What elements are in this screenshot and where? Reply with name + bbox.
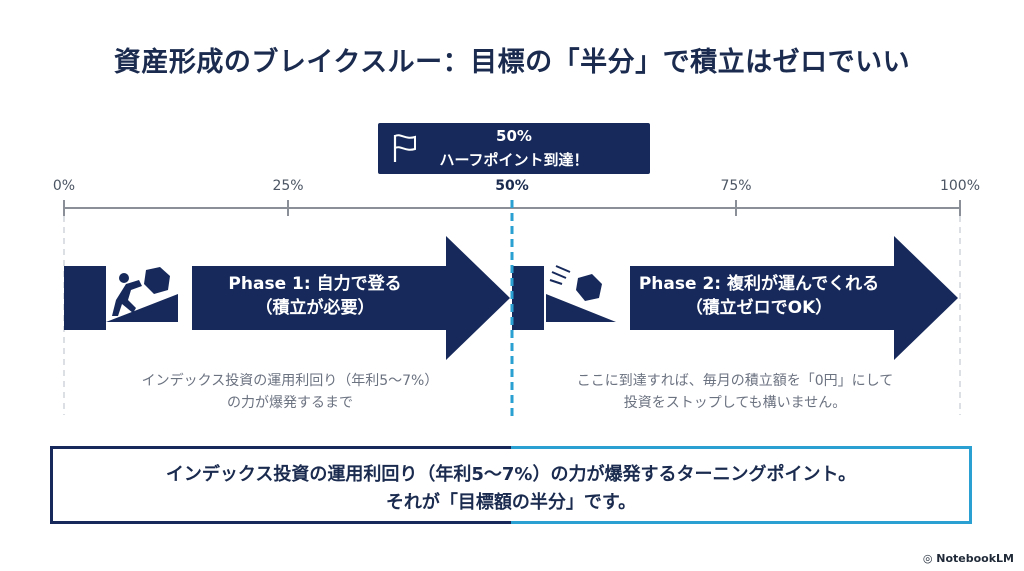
- person-pushing-boulder-icon: [106, 267, 178, 322]
- phase1-description-line1: インデックス投資の運用利回り（年利5〜7%）: [141, 373, 439, 389]
- tick-label-75: 75%: [720, 178, 752, 194]
- notebooklm-watermark: ◎ NotebookLM: [923, 552, 1014, 565]
- phase2-description-line1: ここに到達すれば、毎月の積立額を「0円」にして: [576, 373, 894, 389]
- badge-percent: 50%: [496, 127, 532, 145]
- phase1-title: Phase 1: 自力で登る: [228, 274, 402, 294]
- phase2-title: Phase 2: 複利が運んでくれる: [638, 274, 880, 294]
- tick-label-100: 100%: [939, 178, 981, 194]
- notebooklm-logo-icon: ◎: [922, 552, 937, 565]
- phase2-icon-box: [544, 264, 630, 332]
- phase2-label: Phase 2: 複利が運んでくれる （積立ゼロでOK）: [628, 272, 890, 320]
- page-title: 資産形成のブレイクスルー：目標の「半分」で積立はゼロでいい: [113, 47, 911, 78]
- boulder-rolling-down-icon: [546, 265, 616, 322]
- badge-label: ハーフポイント到達！: [439, 151, 589, 169]
- summary-line1: インデックス投資の運用利回り（年利5〜7%）の力が爆発するターニングポイント。: [165, 464, 857, 485]
- phase2-subtitle: （積立ゼロでOK）: [685, 298, 833, 318]
- watermark-text: NotebookLM: [936, 552, 1014, 565]
- phase1-icon-box: [106, 264, 192, 332]
- phase1-description-line2: の力が爆発するまで: [227, 395, 353, 411]
- phase1-description: インデックス投資の運用利回り（年利5〜7%） の力が爆発するまで: [90, 370, 490, 414]
- phase1-label: Phase 1: 自力で登る （積立が必要）: [190, 272, 440, 320]
- phase1-subtitle: （積立が必要）: [255, 298, 375, 318]
- tick-label-25: 25%: [272, 178, 304, 194]
- flag-icon: [393, 134, 416, 162]
- tick-label-50: 50%: [495, 178, 529, 194]
- summary-line2: それが「目標額の半分」です。: [385, 492, 637, 513]
- phase2-description-line2: 投資をストップしても構いません。: [623, 395, 847, 411]
- phase2-description: ここに到達すれば、毎月の積立額を「0円」にして 投資をストップしても構いません。: [525, 370, 945, 414]
- half-point-badge: 50% ハーフポイント到達！: [378, 123, 650, 174]
- summary-box-top-border: [50, 446, 972, 449]
- summary-box-bottom-border: [50, 521, 972, 524]
- tick-label-0: 0%: [52, 178, 76, 194]
